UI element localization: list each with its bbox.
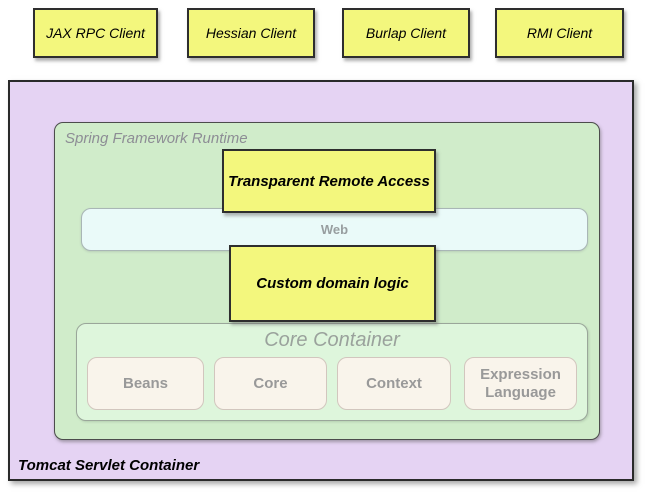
spring-framework-runtime-box: Spring Framework Runtime Web Transparent… xyxy=(54,122,600,440)
module-label: Context xyxy=(366,374,422,392)
web-layer-label: Web xyxy=(320,222,349,237)
client-box-jax-rpc: JAX RPC Client xyxy=(33,8,158,58)
tomcat-container-label: Tomcat Servlet Container xyxy=(18,457,200,474)
spring-runtime-label: Spring Framework Runtime xyxy=(65,130,248,147)
module-label: Core xyxy=(253,374,288,392)
client-box-rmi: RMI Client xyxy=(495,8,624,58)
core-container-box: Core Container Beans Core Context Expres… xyxy=(76,323,588,421)
transparent-remote-access-box: Transparent Remote Access xyxy=(222,149,436,213)
module-label: Beans xyxy=(122,374,169,392)
custom-domain-logic-label: Custom domain logic xyxy=(256,275,409,292)
module-label: Expression Language xyxy=(480,366,561,401)
module-box-context: Context xyxy=(337,357,451,410)
tomcat-servlet-container-box: Spring Framework Runtime Web Transparent… xyxy=(8,80,634,481)
client-label: Burlap Client xyxy=(365,25,447,41)
module-box-expression-language: Expression Language xyxy=(464,357,577,410)
module-box-beans: Beans xyxy=(87,357,204,410)
client-label: Hessian Client xyxy=(205,25,297,41)
client-box-hessian: Hessian Client xyxy=(187,8,315,58)
client-box-burlap: Burlap Client xyxy=(342,8,470,58)
custom-domain-logic-box: Custom domain logic xyxy=(229,245,436,322)
client-label: JAX RPC Client xyxy=(46,25,145,41)
core-container-label: Core Container xyxy=(264,329,400,351)
module-box-core: Core xyxy=(214,357,327,410)
client-label: RMI Client xyxy=(526,25,593,41)
transparent-remote-access-label: Transparent Remote Access xyxy=(228,172,430,190)
